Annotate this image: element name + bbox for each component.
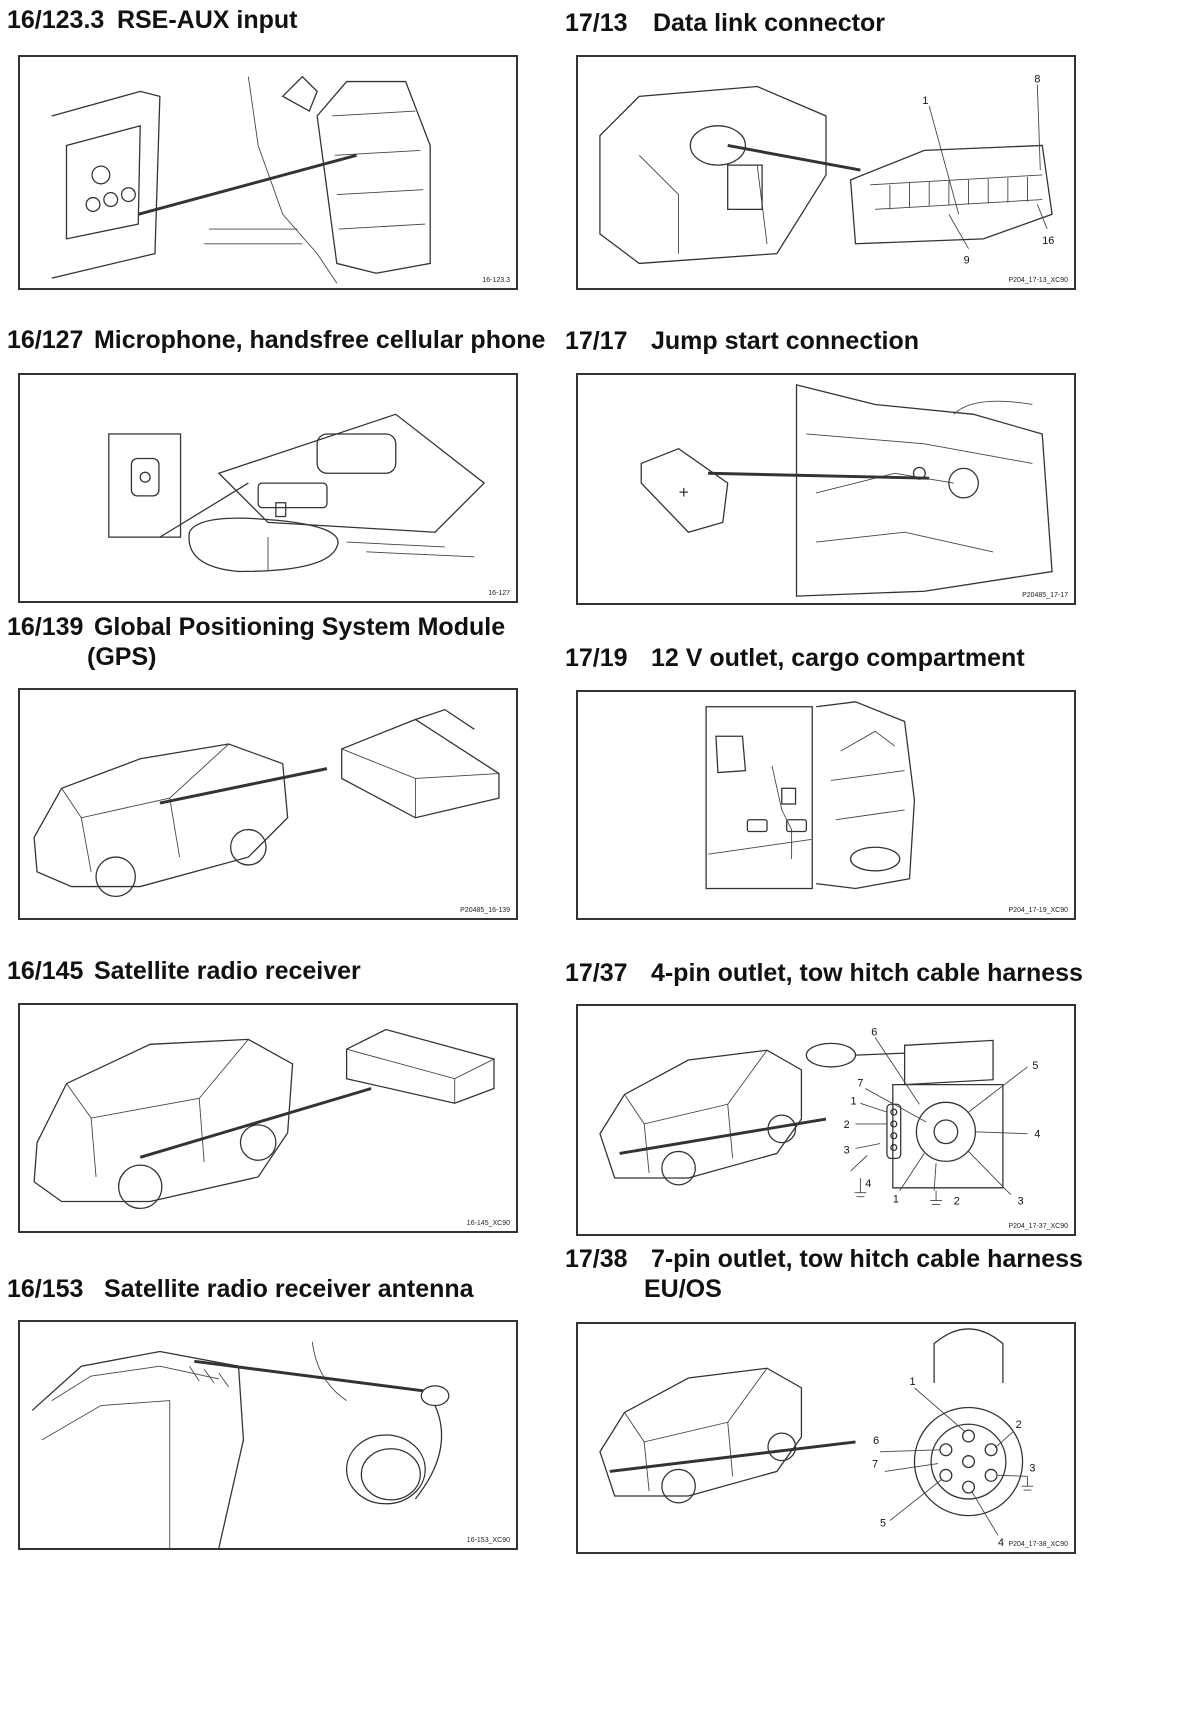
jump-start-illustration: + xyxy=(640,384,1053,597)
section-label: RSE-AUX input xyxy=(116,6,298,34)
section-number: 16/127 xyxy=(7,326,84,354)
pin-label: 1 xyxy=(910,1376,916,1388)
figure-4pin-outlet: 6 5 7 1 2 4 3 4 1 2 3 P204_17-37_XC90 xyxy=(576,1004,1076,1236)
12v-outlet-illustration xyxy=(705,701,916,890)
figure-code: 16-123.3 xyxy=(482,277,510,284)
figure-code: P204_17-13_XC90 xyxy=(1008,277,1068,284)
section-label: Microphone, handsfree cellular phone xyxy=(93,326,546,354)
pin-label: 5 xyxy=(880,1517,886,1529)
figure-jump-start: + P20485_17-17 xyxy=(576,373,1076,605)
section-number: 17/19 xyxy=(565,644,628,672)
pin-label: 4 xyxy=(998,1537,1004,1549)
figure-gps: P20485_16-139 xyxy=(18,688,518,920)
figure-code: 16-153_XC90 xyxy=(466,1537,510,1544)
section-number: 16/153 xyxy=(7,1275,84,1303)
sat-antenna-illustration xyxy=(31,1341,450,1548)
7pin-outlet-illustration: 1 2 6 7 3 5 4 xyxy=(599,1328,1035,1549)
figure-12v-outlet: P204_17-19_XC90 xyxy=(576,690,1076,920)
data-link-illustration: 1 8 9 16 xyxy=(599,74,1054,266)
section-label: Data link connector xyxy=(652,9,885,37)
section-label: 4-pin outlet, tow hitch cable harness xyxy=(650,959,1083,987)
pin-label: 3 xyxy=(1018,1196,1024,1208)
figure-code: P204_17-19_XC90 xyxy=(1008,907,1068,914)
figure-microphone: 16-127 xyxy=(18,373,518,603)
pin-label: 2 xyxy=(844,1119,850,1131)
pin-label: 16 xyxy=(1042,235,1054,247)
section-number: 17/17 xyxy=(565,327,628,355)
4pin-outlet-illustration: 6 5 7 1 2 4 3 4 1 2 3 xyxy=(599,1026,1040,1208)
pin-label: 1 xyxy=(922,95,928,107)
figure-rse-aux: 16-123.3 xyxy=(18,55,518,290)
section-title-sat-receiver: 16/145 Satellite radio receiver xyxy=(7,956,361,987)
figure-code: P204_17-37_XC90 xyxy=(1008,1223,1068,1230)
section-title-12v-outlet: 17/19 12 V outlet, cargo compartment xyxy=(565,643,1025,674)
section-title-7pin-line2: EU/OS xyxy=(644,1275,722,1303)
figure-data-link: 1 8 9 16 P204_17-13_XC90 xyxy=(576,55,1076,290)
section-number: 16/139 xyxy=(7,613,84,641)
pin-label: 6 xyxy=(873,1435,879,1447)
figure-code: P20485_16-139 xyxy=(460,907,510,914)
microphone-illustration xyxy=(108,413,486,573)
section-label: Satellite radio receiver xyxy=(93,957,361,985)
section-label: Jump start connection xyxy=(650,327,920,355)
section-title-4pin-outlet: 17/37 4-pin outlet, tow hitch cable harn… xyxy=(565,958,1083,989)
figure-sat-antenna: 16-153_XC90 xyxy=(18,1320,518,1550)
section-number: 17/13 xyxy=(565,9,628,37)
section-number: 17/37 xyxy=(565,959,628,987)
section-number: 16/145 xyxy=(7,957,84,985)
section-number: 17/38 xyxy=(565,1245,628,1273)
section-title-sat-antenna: 16/153 Satellite radio receiver antenna xyxy=(7,1274,474,1305)
pin-label: 2 xyxy=(954,1196,960,1208)
pin-label: 9 xyxy=(964,254,970,266)
section-number: 16/123.3 xyxy=(7,6,105,34)
figure-7pin-outlet: 1 2 6 7 3 5 4 P204_17-38_XC90 xyxy=(576,1322,1076,1554)
svg-text:+: + xyxy=(679,482,689,502)
pin-label: 1 xyxy=(893,1194,899,1206)
section-title-jump-start: 17/17 Jump start connection xyxy=(565,326,919,357)
section-title-data-link: 17/13 Data link connector xyxy=(565,8,885,39)
figure-sat-receiver: 16-145_XC90 xyxy=(18,1003,518,1233)
section-title-gps-line2: (GPS) xyxy=(87,643,157,671)
figure-code: 16-145_XC90 xyxy=(466,1220,510,1227)
pin-label: 1 xyxy=(851,1095,857,1107)
pin-label: 3 xyxy=(844,1144,850,1156)
figure-code: P204_17-38_XC90 xyxy=(1008,1541,1068,1548)
pin-label: 7 xyxy=(857,1078,863,1090)
pin-label: 6 xyxy=(871,1026,877,1038)
gps-illustration xyxy=(33,708,500,898)
section-title-microphone: 16/127 Microphone, handsfree cellular ph… xyxy=(7,325,545,356)
section-label: Global Positioning System Module xyxy=(93,613,506,641)
figure-code: P20485_17-17 xyxy=(1022,592,1068,599)
section-label: Satellite radio receiver antenna xyxy=(103,1275,474,1303)
pin-label: 7 xyxy=(872,1458,878,1470)
section-label: 12 V outlet, cargo compartment xyxy=(650,644,1025,672)
pin-label: 3 xyxy=(1029,1462,1035,1474)
sat-receiver-illustration xyxy=(33,1028,495,1210)
section-label: 7-pin outlet, tow hitch cable harness xyxy=(650,1245,1083,1273)
pin-label: 2 xyxy=(1016,1419,1022,1431)
section-title-gps: 16/139 Global Positioning System Module xyxy=(7,612,505,643)
pin-label: 4 xyxy=(865,1178,871,1190)
pin-label: 8 xyxy=(1034,74,1040,86)
rse-aux-illustration xyxy=(51,75,431,284)
pin-label: 5 xyxy=(1032,1060,1038,1072)
section-title-rse-aux: 16/123.3 RSE-AUX input xyxy=(7,5,298,36)
figure-code: 16-127 xyxy=(488,590,510,597)
pin-label: 4 xyxy=(1034,1129,1040,1141)
section-title-7pin-outlet: 17/38 7-pin outlet, tow hitch cable harn… xyxy=(565,1244,1083,1275)
